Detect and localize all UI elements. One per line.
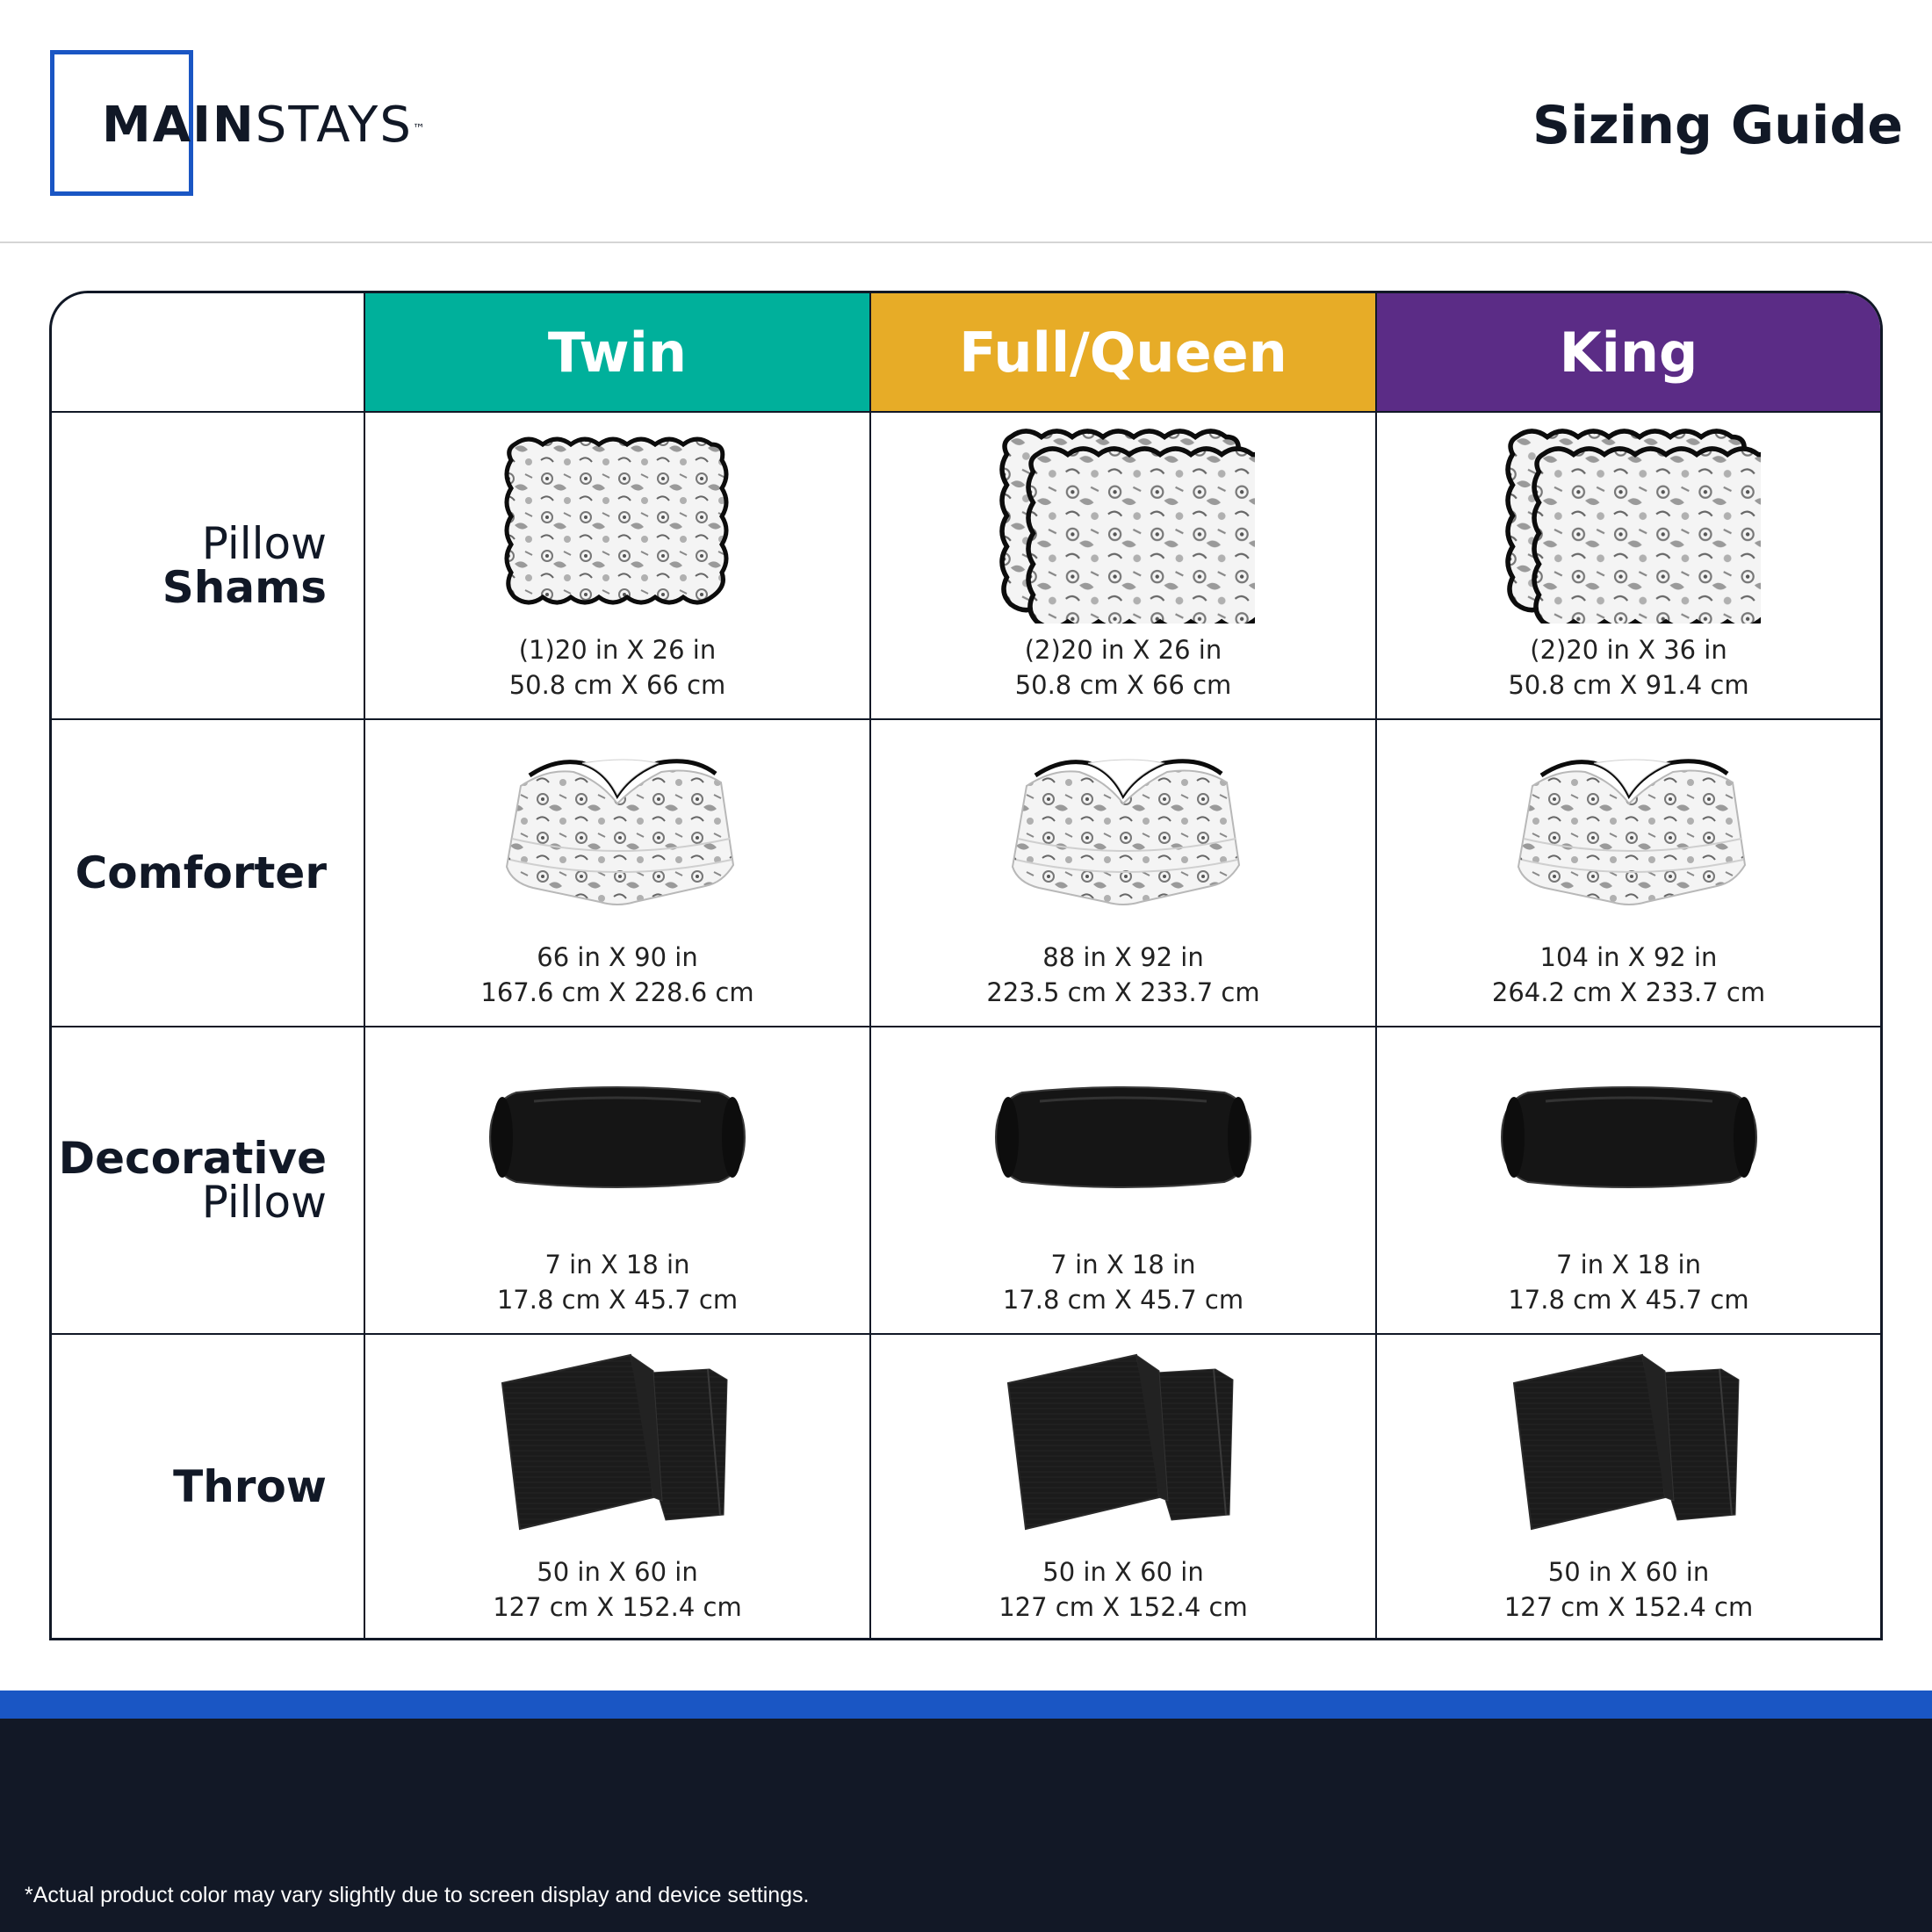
dim-cm: 264.2 cm X 233.7 cm: [1491, 977, 1766, 1007]
comforter-icon: [1377, 720, 1880, 940]
dim-inches: 88 in X 92 in: [1042, 942, 1204, 972]
size-header-label: Twin: [547, 320, 688, 385]
dim-cm: 17.8 cm X 45.7 cm: [1508, 1285, 1749, 1315]
brand-rest: STAYS: [255, 97, 413, 154]
pillow-sham-icon: [1377, 413, 1880, 632]
dim-cm: 223.5 cm X 233.7 cm: [986, 977, 1260, 1007]
row-label-throw: Throw: [52, 1335, 365, 1638]
page-title: Sizing Guide: [1532, 95, 1903, 156]
bolster-pillow-icon: [871, 1027, 1375, 1247]
brand-logo: MAINSTAYS™: [102, 96, 427, 155]
cell-comforter-twin: 66 in X 90 in 167.6 cm X 228.6 cm: [365, 720, 871, 1027]
row-label-line: Shams: [162, 562, 327, 613]
brand-tm: ™: [412, 122, 427, 136]
dim-inches: (2)20 in X 36 in: [1530, 635, 1727, 665]
sizing-table: Twin Full/Queen King Pillow Shams (1)20 …: [49, 291, 1883, 1640]
table-corner-cell: [52, 293, 365, 413]
size-header-king: King: [1377, 293, 1880, 413]
row-label-pillow-shams: Pillow Shams: [52, 413, 365, 720]
throw-blanket-icon: [1377, 1335, 1880, 1554]
comforter-icon: [365, 720, 869, 940]
size-header-label: King: [1559, 320, 1698, 385]
cell-throw-king: 50 in X 60 in 127 cm X 152.4 cm: [1377, 1335, 1880, 1638]
cell-pillow-shams-full-queen: (2)20 in X 26 in 50.8 cm X 66 cm: [871, 413, 1377, 720]
cell-decorative-pillow-full-queen: 7 in X 18 in 17.8 cm X 45.7 cm: [871, 1027, 1377, 1335]
row-label-comforter: Comforter: [52, 720, 365, 1027]
cell-decorative-pillow-twin: 7 in X 18 in 17.8 cm X 45.7 cm: [365, 1027, 871, 1335]
dim-inches: 50 in X 60 in: [1042, 1557, 1204, 1587]
dim-inches: 7 in X 18 in: [1556, 1250, 1701, 1280]
dim-inches: (2)20 in X 26 in: [1024, 635, 1222, 665]
dim-cm: 50.8 cm X 91.4 cm: [1508, 670, 1749, 700]
pillow-sham-icon: [871, 413, 1375, 632]
dim-cm: 17.8 cm X 45.7 cm: [496, 1285, 739, 1315]
dim-cm: 127 cm X 152.4 cm: [493, 1592, 742, 1622]
dim-cm: 17.8 cm X 45.7 cm: [1002, 1285, 1244, 1315]
dim-inches: 104 in X 92 in: [1539, 942, 1718, 972]
cell-decorative-pillow-king: 7 in X 18 in 17.8 cm X 45.7 cm: [1377, 1027, 1880, 1335]
dim-inches: 7 in X 18 in: [544, 1250, 690, 1280]
header-divider: [0, 242, 1932, 243]
cell-throw-twin: 50 in X 60 in 127 cm X 152.4 cm: [365, 1335, 871, 1638]
cell-comforter-full-queen: 88 in X 92 in 223.5 cm X 233.7 cm: [871, 720, 1377, 1027]
dim-cm: 50.8 cm X 66 cm: [508, 670, 726, 700]
cell-throw-full-queen: 50 in X 60 in 127 cm X 152.4 cm: [871, 1335, 1377, 1638]
size-header-twin: Twin: [365, 293, 871, 413]
dim-cm: 50.8 cm X 66 cm: [1014, 670, 1232, 700]
row-label-line: Decorative: [58, 1133, 327, 1184]
bolster-pillow-icon: [365, 1027, 869, 1247]
dim-cm: 127 cm X 152.4 cm: [1503, 1592, 1754, 1622]
brand-main: MAIN: [102, 97, 256, 154]
row-label-line: Comforter: [75, 847, 327, 898]
cell-pillow-shams-twin: (1)20 in X 26 in 50.8 cm X 66 cm: [365, 413, 871, 720]
bolster-pillow-icon: [1377, 1027, 1880, 1247]
comforter-icon: [871, 720, 1375, 940]
color-disclaimer: *Actual product color may vary slightly …: [25, 1883, 810, 1907]
row-label-line: Throw: [173, 1460, 327, 1512]
dim-inches: 50 in X 60 in: [1547, 1557, 1710, 1587]
row-label-line: Pillow: [201, 518, 327, 569]
throw-blanket-icon: [365, 1335, 869, 1554]
logo-frame: [50, 50, 193, 196]
row-label-line: Pillow: [201, 1177, 327, 1228]
cell-comforter-king: 104 in X 92 in 264.2 cm X 233.7 cm: [1377, 720, 1880, 1027]
pillow-sham-icon: [365, 413, 869, 632]
dim-cm: 167.6 cm X 228.6 cm: [480, 977, 754, 1007]
throw-blanket-icon: [871, 1335, 1375, 1554]
row-label-decorative-pillow: Decorative Pillow: [52, 1027, 365, 1335]
cell-pillow-shams-king: (2)20 in X 36 in 50.8 cm X 91.4 cm: [1377, 413, 1880, 720]
footer-panel: [0, 1719, 1932, 1932]
size-header-label: Full/Queen: [959, 320, 1287, 385]
dim-inches: (1)20 in X 26 in: [518, 635, 717, 665]
dim-inches: 7 in X 18 in: [1050, 1250, 1196, 1280]
footer-accent-bar: [0, 1690, 1932, 1719]
dim-cm: 127 cm X 152.4 cm: [998, 1592, 1248, 1622]
dim-inches: 50 in X 60 in: [537, 1557, 698, 1587]
dim-inches: 66 in X 90 in: [537, 942, 698, 972]
size-header-full-queen: Full/Queen: [871, 293, 1377, 413]
